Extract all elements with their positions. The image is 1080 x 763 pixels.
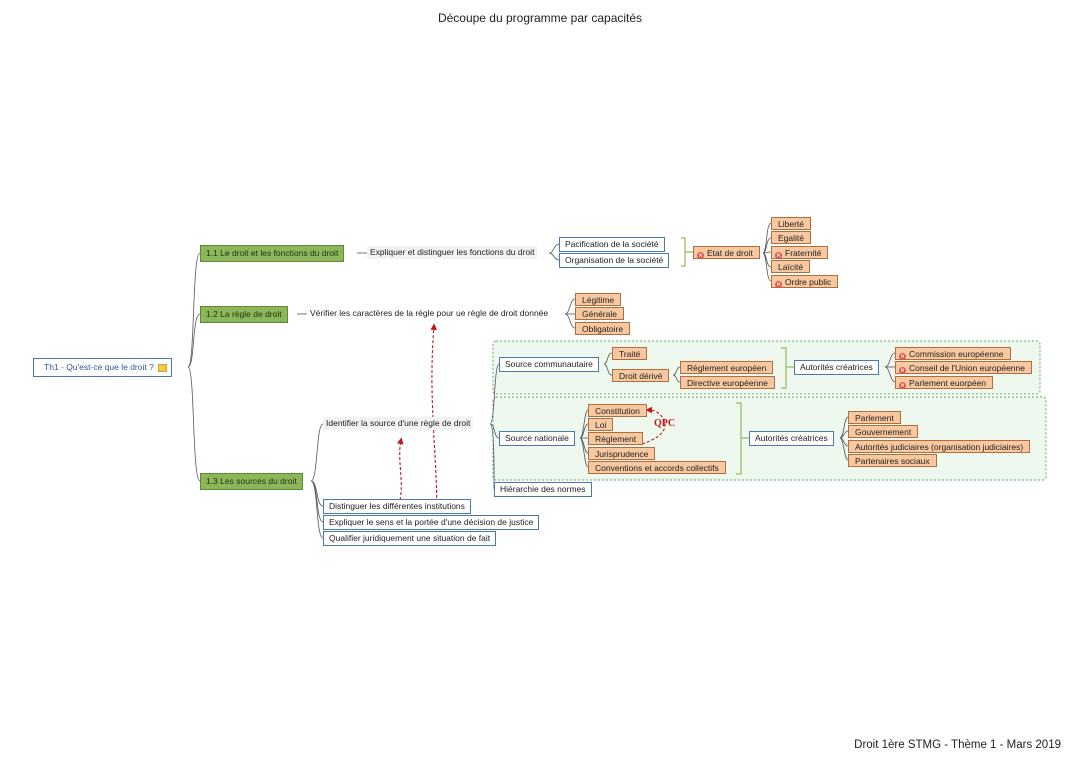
commission-label: Commission européenne (909, 349, 1004, 359)
x-circle-icon: × (775, 281, 782, 288)
node-reglement-europeen[interactable]: Règlement européen (680, 361, 774, 374)
institution-parlement[interactable]: Parlement (848, 411, 901, 424)
theme-1-1[interactable]: 1.1 Le droit et les fonctions du droit (200, 245, 345, 262)
capacity-qualifier-situation[interactable]: Qualifier juridiquement une situation de… (323, 531, 497, 546)
node-source-nationale[interactable]: Source nationale (499, 431, 575, 446)
qpc-label: QPC (654, 418, 676, 429)
capacity-verifier-caracteres[interactable]: Vérifier les caractères de la règle pour… (310, 308, 549, 318)
note-icon[interactable] (157, 363, 167, 372)
value-fraternite[interactable]: ×Fraternité (771, 246, 829, 259)
institution-partenaires-sociaux[interactable]: Partenaires sociaux (848, 454, 937, 467)
capacity-expliquer-fonctions[interactable]: Expliquer et distinguer les fonctions du… (367, 246, 538, 259)
source-constitution[interactable]: Constitution (588, 404, 647, 417)
node-hierarchie-normes[interactable]: Hiérarchie des normes (494, 482, 592, 497)
value-ordre-public[interactable]: ×Ordre public (771, 275, 839, 288)
caractere-obligatoire[interactable]: Obligatoire (575, 322, 631, 335)
node-organisation[interactable]: Organisation de la société (559, 253, 670, 268)
page-title: Découpe du programme par capacités (437, 11, 643, 25)
x-circle-icon: × (899, 353, 906, 360)
node-pacification[interactable]: Pacification de la société (559, 237, 665, 252)
tree-connectors (187, 222, 896, 539)
node-source-communautaire[interactable]: Source communautaire (499, 357, 599, 372)
source-conventions[interactable]: Conventions et accords collectifs (588, 461, 726, 474)
node-directive-europeenne[interactable]: Directive européenne (680, 376, 775, 389)
root-node[interactable]: Th1 - Qu'est-ce que le droit ? (33, 358, 172, 377)
node-autorites-nationales[interactable]: Autorités créatrices (749, 431, 834, 446)
x-circle-icon: × (697, 252, 704, 259)
node-autorites-communautaires[interactable]: Autorités créatrices (794, 360, 879, 375)
node-droit-derive[interactable]: Droit dérivé (612, 369, 670, 382)
x-circle-icon: × (899, 367, 906, 374)
institution-conseil[interactable]: ×Conseil de l'Union européenne (895, 361, 1032, 374)
source-jurisprudence[interactable]: Jurisprudence (588, 447, 656, 460)
parlement-europeen-label: Parlement euorpéen (909, 378, 987, 388)
summary-brackets (681, 237, 794, 475)
institution-autorites-judiciaires[interactable]: Autorités judiciaires (organisation judi… (848, 440, 1031, 453)
institution-commission[interactable]: ×Commission européenne (895, 347, 1011, 360)
capacity-expliquer-decision[interactable]: Expliquer le sens et la portée d'une déc… (323, 515, 540, 530)
ordre-public-label: Ordre public (785, 277, 832, 287)
x-circle-icon: × (775, 252, 782, 259)
fraternite-label: Fraternité (785, 248, 822, 258)
value-liberte[interactable]: Liberté (771, 217, 811, 230)
value-egalite[interactable]: Egalité (771, 231, 811, 244)
value-laicite[interactable]: Laïcité (771, 260, 811, 273)
footer-caption: Droit 1ère STMG - Thème 1 - Mars 2019 (854, 739, 1061, 751)
conseil-label: Conseil de l'Union européenne (909, 363, 1025, 373)
theme-1-2[interactable]: 1.2 La règle de droit (200, 306, 288, 323)
root-label: Th1 - Qu'est-ce que le droit ? (44, 362, 154, 372)
etat-de-droit-label: Etat de droit (707, 248, 753, 258)
institution-gouvernement[interactable]: Gouvernement (848, 425, 919, 438)
theme-1-3[interactable]: 1.3 Les sources du droit (200, 473, 303, 490)
capacity-distinguer-institutions[interactable]: Distinguer les différentes institutions (323, 499, 471, 514)
institution-parlement-europeen[interactable]: ×Parlement euorpéen (895, 376, 994, 389)
x-circle-icon: × (899, 382, 906, 389)
source-loi[interactable]: Loi (588, 418, 614, 431)
caractere-legitime[interactable]: Légitime (575, 293, 622, 306)
source-reglement[interactable]: Règlement (588, 432, 644, 445)
caractere-generale[interactable]: Générale (575, 307, 624, 320)
capacity-identifier-source[interactable]: Identifier la source d'une règle de droi… (323, 417, 474, 430)
red-dashed-arrows (396, 323, 666, 519)
node-etat-de-droit[interactable]: ×Etat de droit (693, 246, 760, 259)
node-traite[interactable]: Traité (612, 347, 648, 360)
